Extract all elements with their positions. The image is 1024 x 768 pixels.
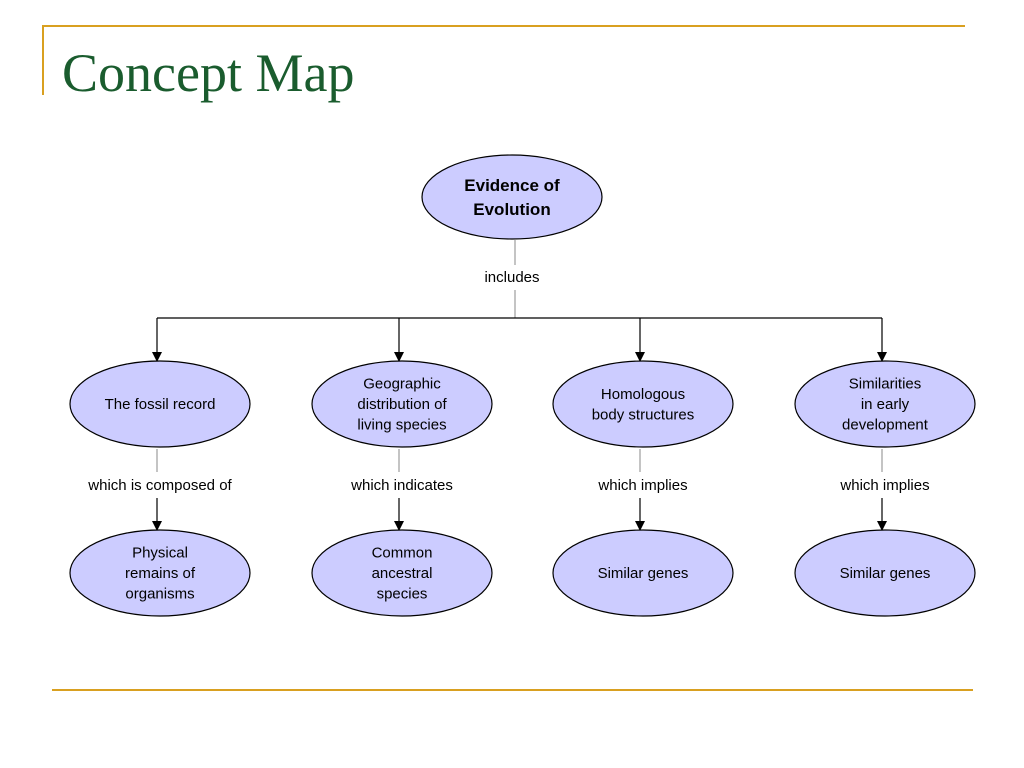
branch-node-shape	[311, 360, 493, 448]
bottom-rule	[52, 689, 973, 691]
leaf-node-text: Common	[372, 545, 433, 562]
branch-node-text: in early	[861, 396, 910, 413]
leaf-node-text: organisms	[125, 586, 194, 603]
leaf-node-text: Similar genes	[840, 565, 931, 582]
branch-node-text: The fossil record	[105, 396, 216, 413]
branch-node: Geographic distribution of living species	[311, 360, 493, 448]
branch-node-text: body structures	[592, 406, 695, 423]
leaf-node: Similar genes	[794, 529, 976, 617]
branch-node-shape	[794, 360, 976, 448]
leaf-node-shape	[311, 529, 493, 617]
link-label: which indicates	[350, 477, 453, 494]
left-rule	[42, 25, 44, 95]
link-label: which is composed of	[87, 477, 232, 494]
root-node-shape	[421, 154, 603, 240]
branch-node: Homologous body structures	[552, 360, 734, 448]
branch-node-text: distribution of	[357, 396, 447, 413]
link-label: which implies	[597, 477, 687, 494]
branch-node-text: Geographic	[363, 376, 441, 393]
leaf-node-shape	[69, 529, 251, 617]
leaf-node-text: Similar genes	[598, 565, 689, 582]
leaf-node-text: Physical	[132, 545, 188, 562]
leaf-node: Similar genes	[552, 529, 734, 617]
branch-node: The fossil record	[69, 360, 251, 448]
leaf-node: Common ancestral species	[311, 529, 493, 617]
leaf-node-text: remains of	[125, 565, 196, 582]
root-link-label: includes	[484, 269, 539, 286]
branch-node-text: Similarities	[849, 376, 922, 393]
branch-node-text: development	[842, 417, 929, 434]
link-label: which implies	[839, 477, 929, 494]
branch-node: Similarities in early development	[794, 360, 976, 448]
leaf-node-shape	[552, 529, 734, 617]
root-node: Evidence of Evolution	[421, 154, 603, 240]
leaf-node-shape	[794, 529, 976, 617]
branch-node-shape	[69, 360, 251, 448]
root-node-text: Evolution	[473, 200, 550, 219]
branch-node-shape	[552, 360, 734, 448]
slide-title: Concept Map	[62, 43, 355, 103]
top-rule	[42, 25, 965, 27]
branch-node-text: living species	[357, 417, 446, 434]
leaf-node: Physical remains of organisms	[69, 529, 251, 617]
leaf-node-text: species	[377, 586, 428, 603]
branch-node-text: Homologous	[601, 386, 685, 403]
leaf-node-text: ancestral	[372, 565, 433, 582]
root-node-text: Evidence of	[464, 176, 560, 195]
